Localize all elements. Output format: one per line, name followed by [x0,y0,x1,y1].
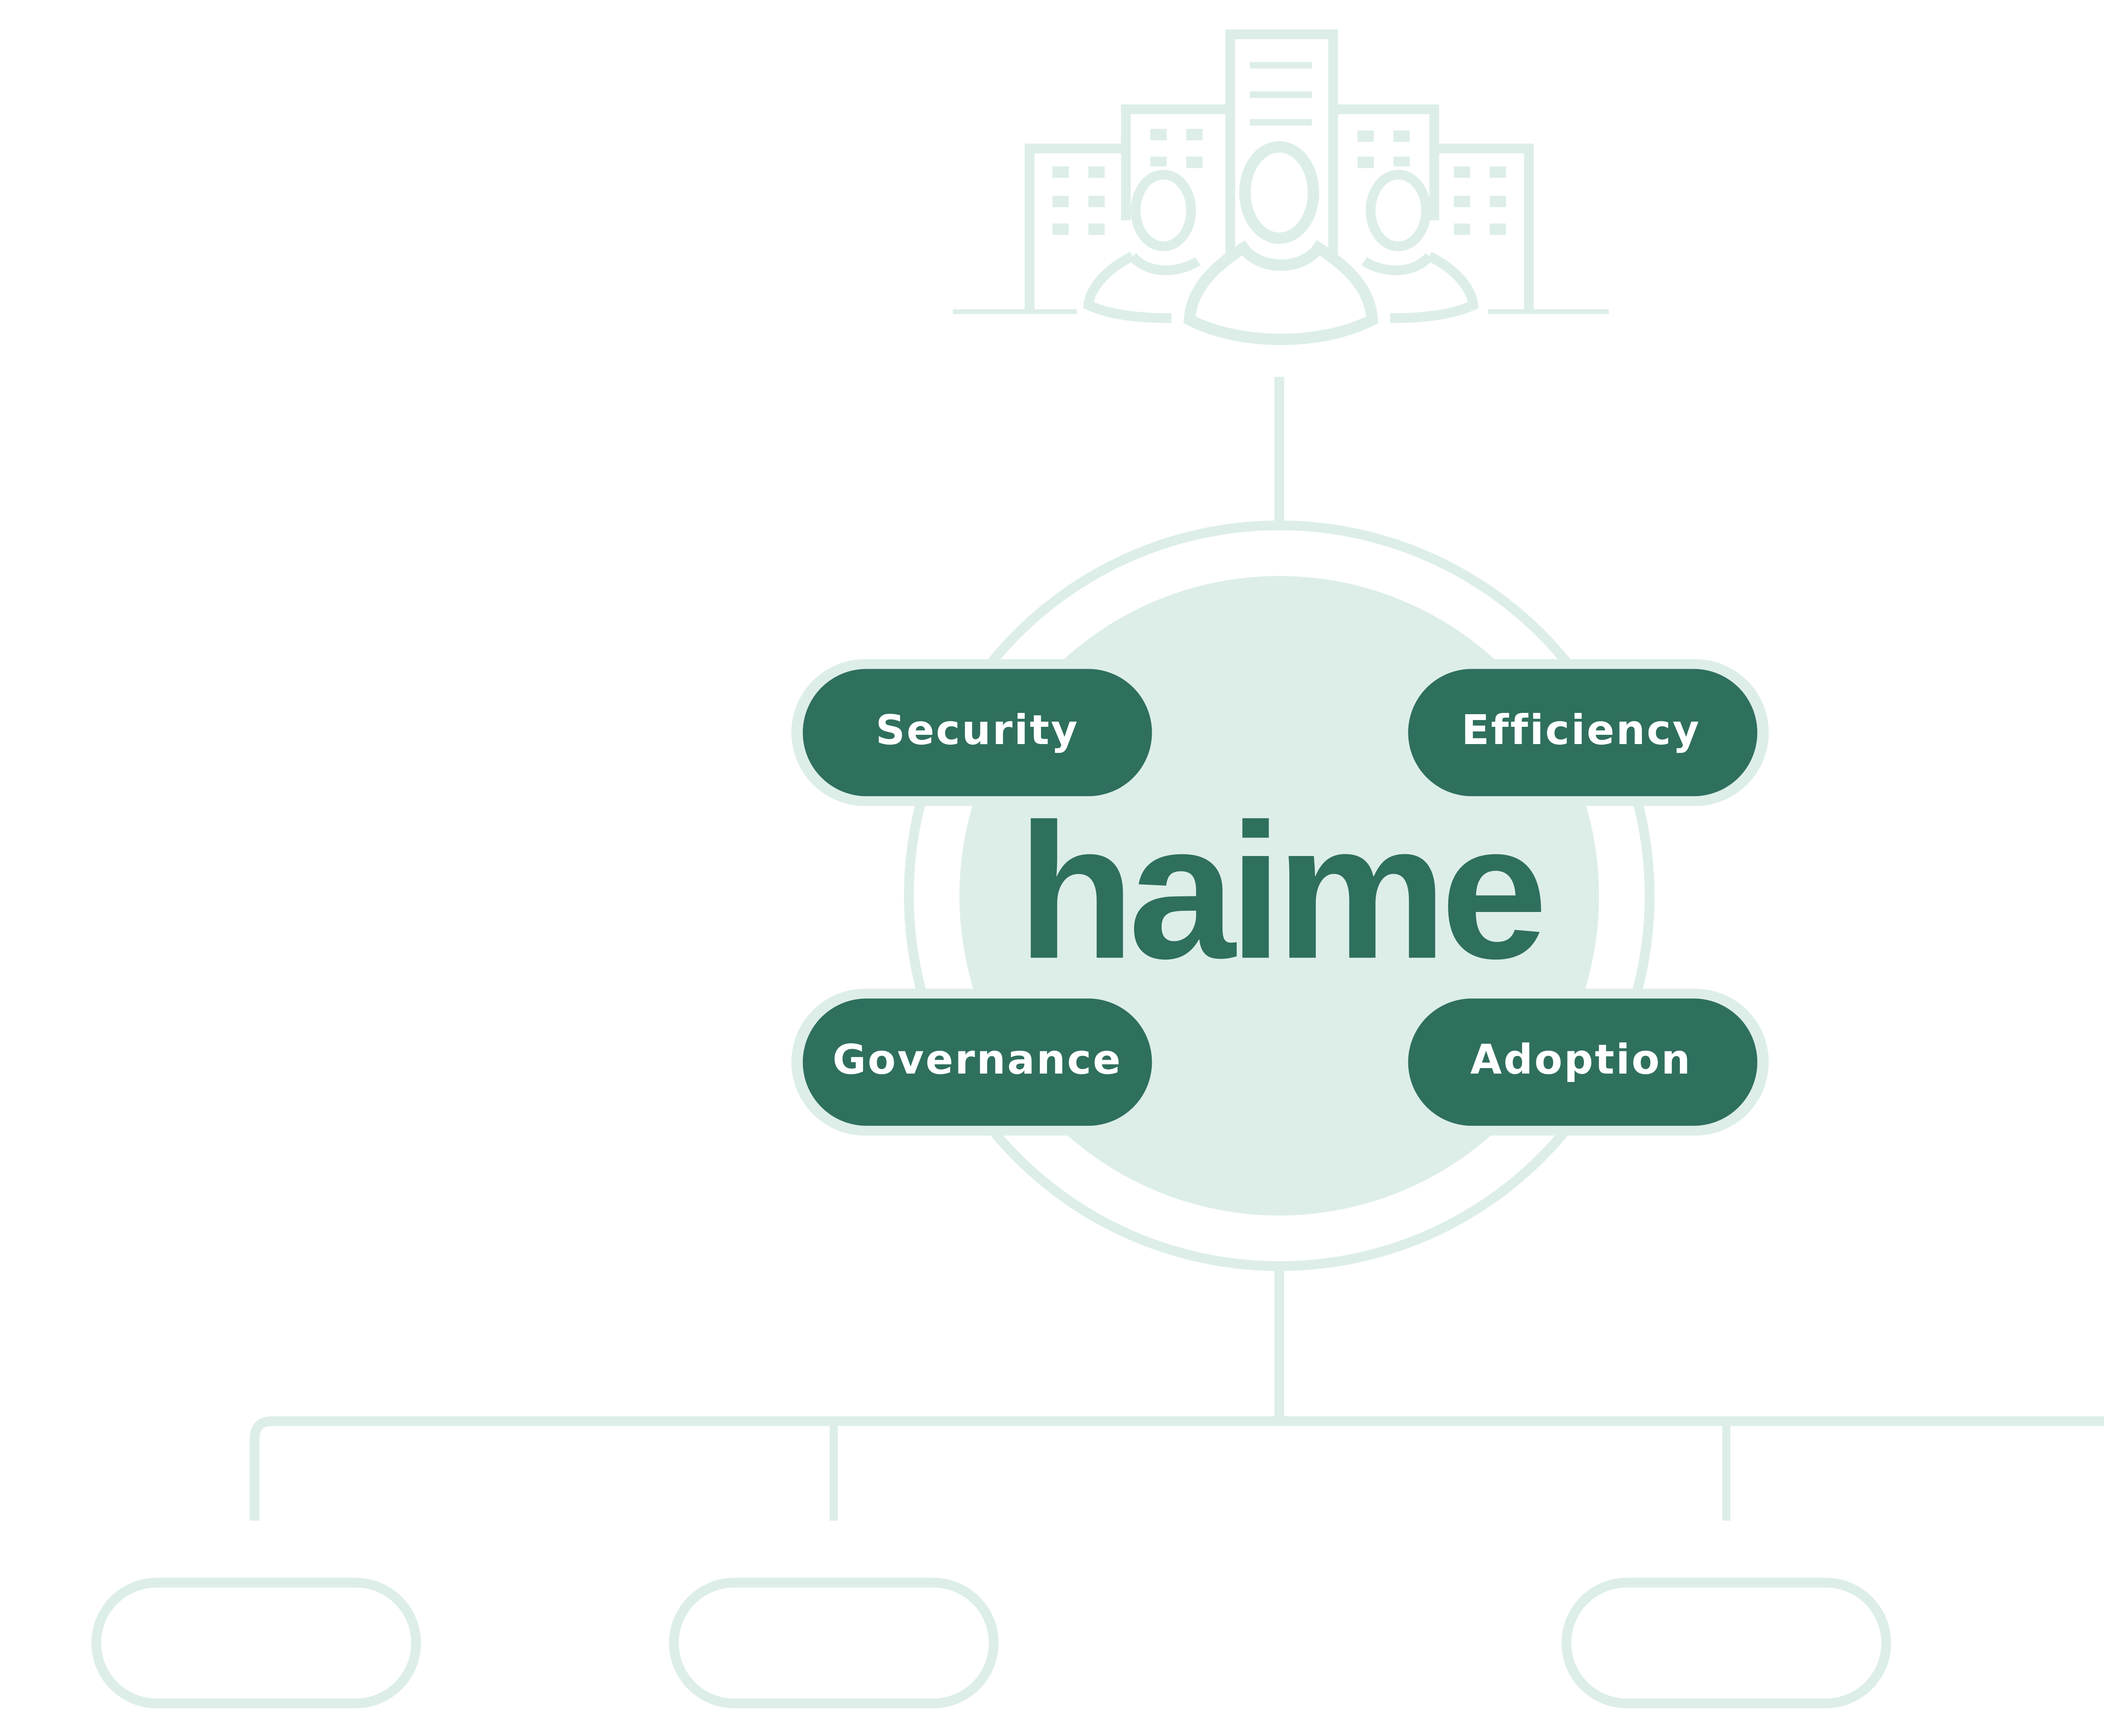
child-node-3[interactable] [1561,1577,1891,1709]
tree-branch [250,1416,2104,1521]
pillar-efficiency[interactable]: Efficiency [1397,659,1769,806]
pillar-adoption[interactable]: Adoption [1397,989,1769,1136]
organization-people-buildings-icon [953,29,1609,345]
pillar-governance[interactable]: Governance [791,989,1164,1136]
child-node-2[interactable] [669,1577,999,1709]
pillar-security[interactable]: Security [791,659,1164,806]
pillar-label: Efficiency [1461,706,1701,754]
pillar-label: Security [876,706,1079,754]
child-node-1[interactable] [91,1577,421,1709]
pillar-label: Governance [833,1036,1122,1083]
brand-wordmark: haime [1017,784,1543,999]
pillar-label: Adoption [1470,1036,1692,1083]
